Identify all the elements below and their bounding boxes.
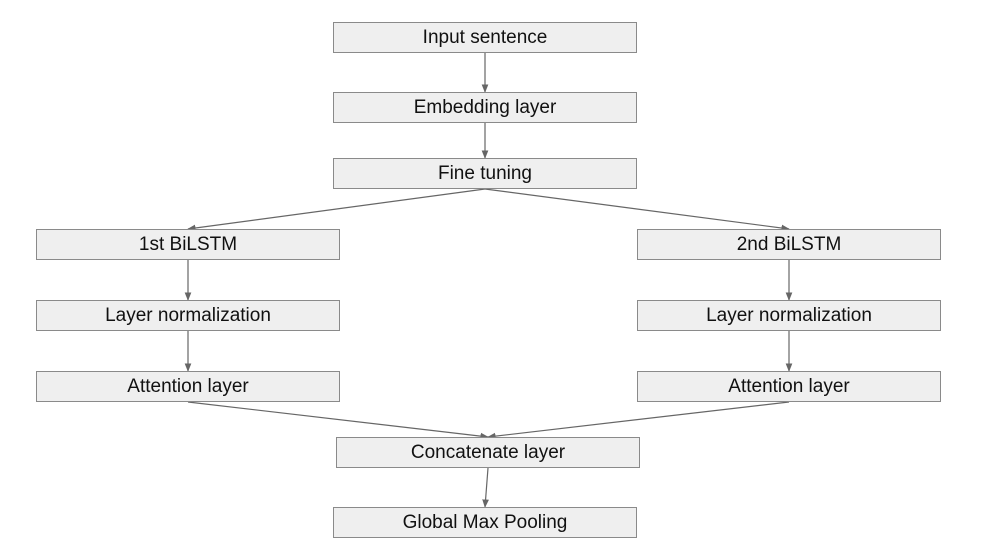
concatenate-layer-box: Concatenate layer [336,437,640,468]
arrow-concatenate-to-pooling [482,467,489,508]
embedding-layer-box: Embedding layer [333,92,637,123]
global-max-pooling-box: Global Max Pooling [333,507,637,538]
arrow-attention_1-to-concatenate [187,401,489,440]
layer-normalization-left-box: Layer normalization [36,300,340,331]
arrow-attention_2-to-concatenate [487,401,790,440]
arrow-fine_tuning-to-bilstm_1 [187,188,486,232]
input-sentence-box: Input sentence [333,22,637,53]
second-bilstm-box: 2nd BiLSTM [637,229,941,260]
attention-layer-left-box: Attention layer [36,371,340,402]
fine-tuning-box: Fine tuning [333,158,637,189]
attention-layer-right-box: Attention layer [637,371,941,402]
first-bilstm-box: 1st BiLSTM [36,229,340,260]
arrow-fine_tuning-to-bilstm_2 [484,188,790,232]
layer-normalization-right-box: Layer normalization [637,300,941,331]
